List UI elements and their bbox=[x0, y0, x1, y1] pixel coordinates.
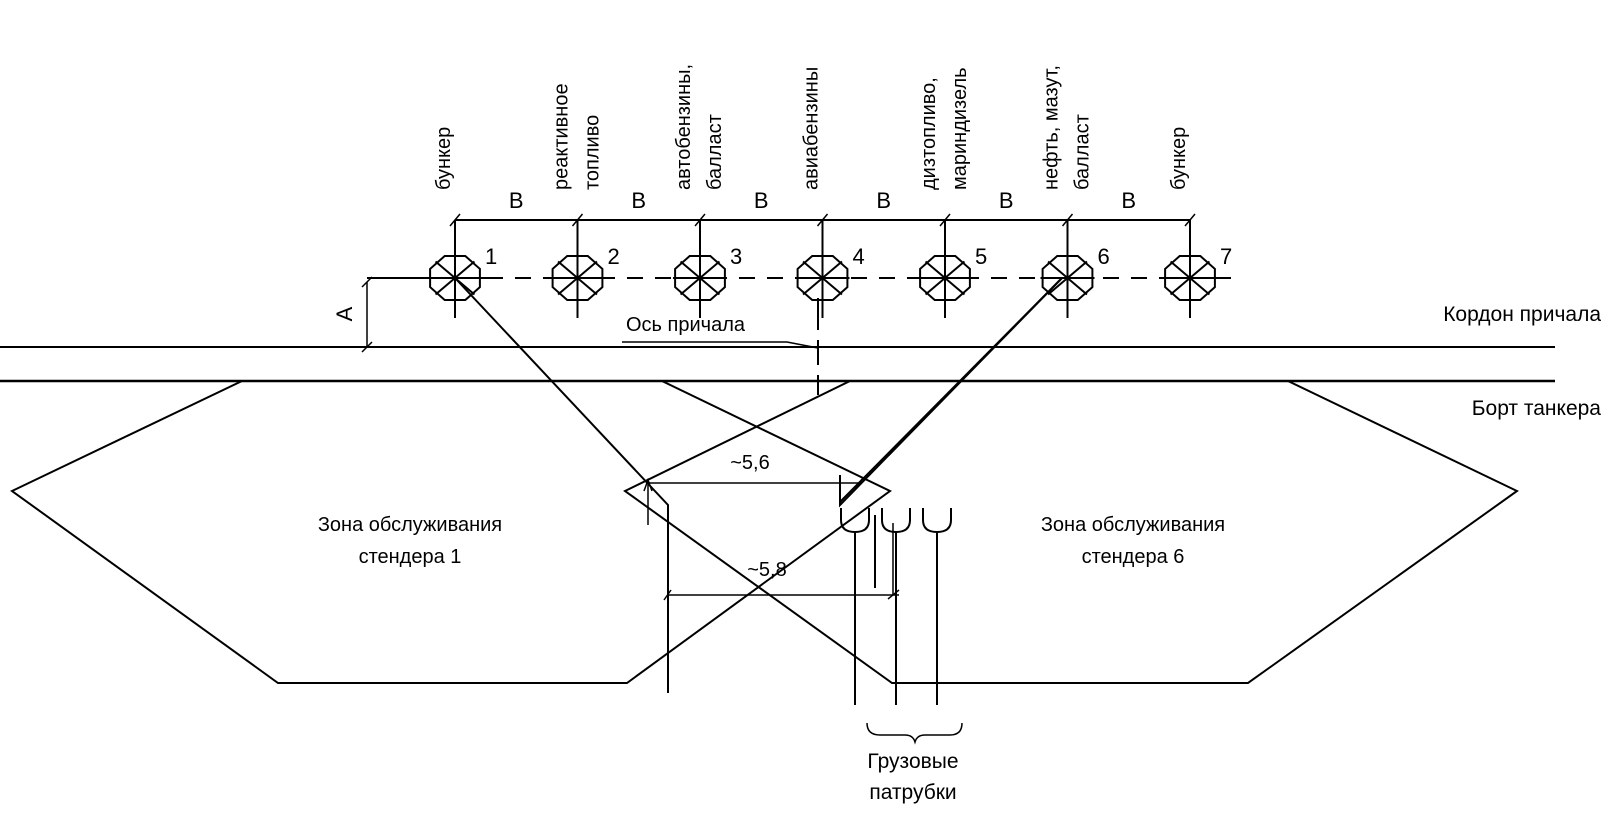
cargo-manifold-3 bbox=[922, 508, 952, 705]
manifold-brace bbox=[866, 722, 963, 745]
stander-diagonal bbox=[1169, 260, 1211, 296]
manifold-label-line1: Грузовые bbox=[867, 750, 958, 773]
stander-6-service-zone bbox=[623, 380, 1519, 684]
offset-dimension: A bbox=[332, 276, 373, 353]
stander-octagon-icon bbox=[674, 255, 726, 301]
manifold-flange-icon bbox=[840, 508, 870, 534]
spacing-label: B bbox=[876, 188, 891, 213]
dimension-upper: ~5,6 bbox=[643, 452, 863, 525]
dimension-lower-label: ~5,8 bbox=[747, 559, 786, 581]
stander-3: 3 bbox=[673, 220, 742, 318]
stander-6: 6 bbox=[1040, 220, 1110, 318]
cargo-manifold-1 bbox=[840, 508, 870, 705]
stander-number: 4 bbox=[853, 244, 865, 269]
dimension-lower: ~5,8 bbox=[663, 523, 900, 601]
cargo-label: нефть, мазут, bbox=[1041, 65, 1063, 190]
stander-2: 2 bbox=[550, 220, 620, 318]
stander-diagonal bbox=[679, 260, 721, 296]
cargo-label: бункер bbox=[433, 127, 455, 190]
stander-4: 4 bbox=[795, 220, 865, 318]
stander-number: 3 bbox=[730, 244, 742, 269]
zone-1-label-line1: Зона обслуживания bbox=[318, 514, 502, 536]
stander-number: 6 bbox=[1098, 244, 1110, 269]
spacing-label: B bbox=[999, 188, 1014, 213]
stander-diagonal bbox=[1047, 260, 1088, 296]
cargo-label: авиабензины bbox=[801, 67, 823, 190]
cargo-label: автобензины, bbox=[673, 64, 695, 190]
zone-1-label-line2: стендера 1 bbox=[359, 546, 462, 568]
stander-octagon-icon bbox=[919, 255, 971, 301]
cargo-manifolds bbox=[840, 508, 952, 705]
spacing-label: B bbox=[631, 188, 646, 213]
cargo-manifold-2 bbox=[881, 508, 911, 705]
manifold-flange-icon bbox=[881, 508, 911, 534]
tanker-side-label: Борт танкера bbox=[1472, 397, 1601, 420]
stander-number: 7 bbox=[1220, 244, 1232, 269]
spacing-label: B bbox=[1121, 188, 1136, 213]
cargo-label: мариндизель bbox=[949, 67, 971, 190]
stander-number: 5 bbox=[975, 244, 987, 269]
stander-diagonal bbox=[557, 260, 598, 296]
spacing-label: B bbox=[509, 188, 524, 213]
cargo-label: реактивное bbox=[551, 83, 573, 190]
stander-number: 1 bbox=[485, 244, 497, 269]
berth-axis-label: Ось причала bbox=[626, 314, 746, 336]
stander-1-reach-line bbox=[454, 277, 669, 693]
stander-diagonal bbox=[802, 260, 843, 296]
zone-6-label-line1: Зона обслуживания bbox=[1041, 514, 1225, 536]
zone-6-label-line2: стендера 6 bbox=[1082, 546, 1185, 568]
dimension-upper-label: ~5,6 bbox=[730, 452, 769, 474]
standers-group: 1 2 3 4 5 6 7 bbox=[428, 220, 1232, 318]
stander-7: 7 bbox=[1163, 220, 1232, 318]
cargo-label: дизтопливо, bbox=[918, 77, 940, 190]
cargo-label: бункер bbox=[1168, 127, 1190, 190]
berth-axis-marker: Ось причала bbox=[622, 298, 819, 395]
stander-octagon-icon bbox=[551, 255, 604, 301]
stander-number: 2 bbox=[608, 244, 620, 269]
stander-octagon-icon bbox=[429, 255, 481, 301]
stander-1-service-zone bbox=[10, 380, 892, 684]
spacing-label: B bbox=[754, 188, 769, 213]
cargo-label: балласт bbox=[704, 114, 726, 190]
stander-diagonal bbox=[924, 260, 966, 296]
stander-octagon-icon bbox=[1164, 255, 1216, 301]
cargo-label: топливо bbox=[582, 115, 604, 190]
manifold-flange-icon bbox=[922, 508, 952, 534]
cargo-labels-group: бункер реактивное топливо автобензины, балла… bbox=[433, 64, 1190, 190]
stander-octagon-icon bbox=[796, 255, 849, 301]
cargo-label: балласт bbox=[1072, 114, 1094, 190]
stander-6-reach-line-ext bbox=[839, 277, 1063, 503]
stander-octagon-icon bbox=[1041, 255, 1094, 301]
manifold-label-line2: патрубки bbox=[869, 781, 956, 804]
stander-5: 5 bbox=[918, 220, 987, 318]
stander-1: 1 bbox=[428, 220, 497, 318]
berth-edge-label: Кордон причала bbox=[1443, 303, 1601, 326]
berth-axis-leader bbox=[622, 341, 819, 349]
offset-dimension-label: A bbox=[332, 306, 357, 321]
